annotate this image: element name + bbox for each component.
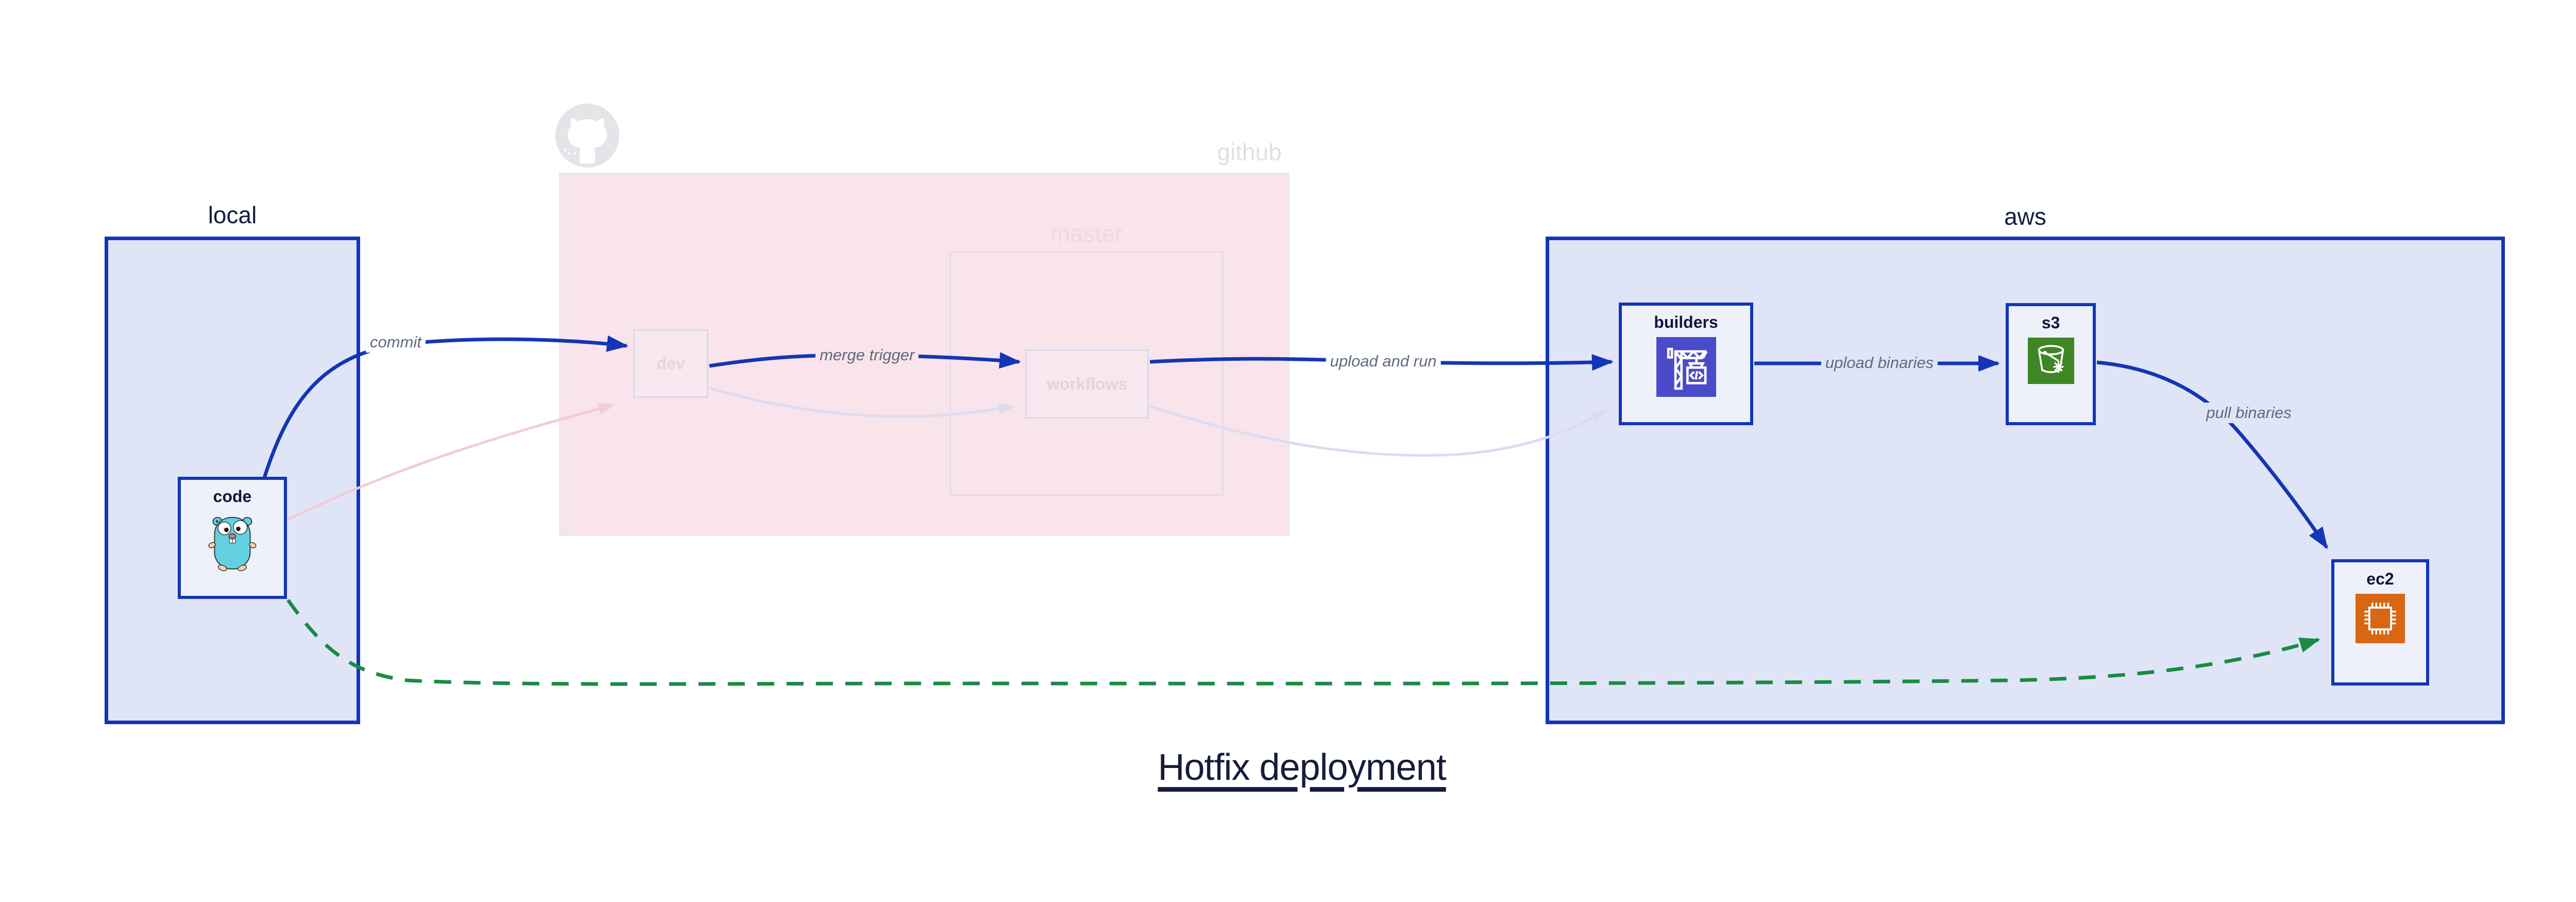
aws-label: aws — [2004, 203, 2046, 230]
edge-upload-and-run-label: upload and run — [1326, 351, 1441, 372]
node-s3-label: s3 — [2041, 313, 2060, 332]
s3-glacier-bucket-icon — [2027, 338, 2074, 384]
node-ec2-label: ec2 — [2366, 570, 2394, 588]
node-builders: builders — [1619, 303, 1753, 425]
ec2-chip-icon — [2355, 594, 2405, 643]
local-label: local — [208, 202, 257, 228]
node-dev-label: dev — [656, 354, 685, 373]
diagram-title: Hotfix deployment — [1158, 747, 1446, 788]
edge-upload-binaries-label: upload binaries — [1821, 353, 1938, 373]
github-label: github — [1217, 139, 1282, 165]
node-workflows: workflows — [1025, 349, 1149, 419]
node-s3: s3 — [2006, 303, 2096, 425]
node-builders-label: builders — [1654, 313, 1718, 331]
gopher-icon — [208, 517, 257, 571]
node-dev: dev — [633, 329, 708, 398]
edge-commit-label: commit — [366, 332, 426, 353]
node-workflows-label: workflows — [1046, 374, 1128, 393]
node-code: code — [178, 477, 287, 599]
node-code-label: code — [213, 487, 252, 506]
node-ec2: ec2 — [2331, 559, 2429, 686]
master-label: master — [1050, 220, 1123, 247]
edge-merge-trigger-label: merge trigger — [815, 345, 919, 365]
edge-pull-binaries-label: pull binaries — [2202, 403, 2296, 423]
container-master — [950, 251, 1224, 496]
codebuild-crane-icon — [1656, 337, 1716, 397]
